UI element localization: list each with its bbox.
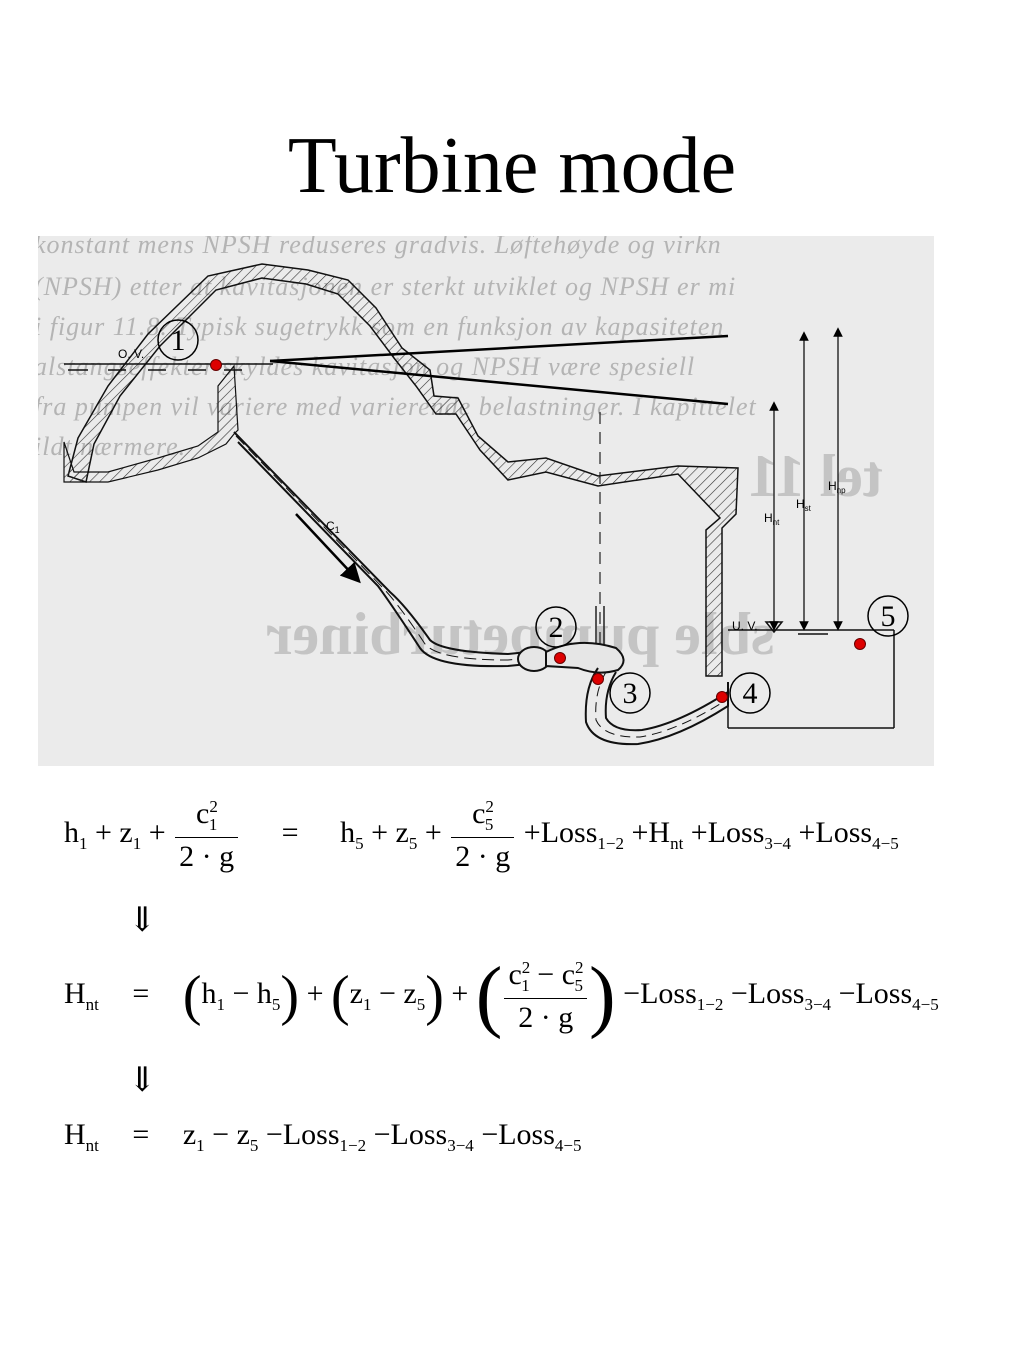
penstock [233,431,529,668]
point-number: 3 [623,677,638,710]
point-marker-3: 3 [592,672,651,714]
upper-bank [63,364,239,483]
point-marker-1: 1 [157,319,222,371]
diagram-scan: konstant mens NPSH reduseres gradvis. Lø… [38,236,934,766]
point-dot [716,691,728,703]
upper-rock [67,263,739,677]
bg-text-line: (NPSH) etter at kavitasjonen er sterkt u… [38,272,737,301]
c1-label: C1 [326,519,340,535]
turbine-diagram: C1 U. V. O. V. Hnt Hst [63,263,909,746]
point-number: 2 [549,611,564,644]
page-title: Turbine mode [287,122,737,210]
draft-tube [584,667,729,746]
point-marker-5: 5 [854,595,909,650]
implies-arrow: ⇓ [128,902,157,939]
upper-water-surface [64,363,273,371]
point-circle [867,595,909,637]
lower-reservoir [727,629,895,729]
point-dot [210,359,222,371]
point-dot [554,652,566,664]
point-marker-2: 2 [535,606,577,664]
equation-3: Hnt = z1 − z5 −Loss1−2 −Loss3−4 −Loss4−5 [64,1118,582,1155]
h-nt-label: Hnt [764,511,780,527]
point-circle [729,672,771,714]
flow-arrow [295,513,361,584]
point-number: 1 [171,324,186,357]
point-dot [592,673,604,685]
h-np-label: Hnp [828,479,846,495]
point-dot [854,638,866,650]
equation-2: Hnt = (h1 − h5) + (z1 − z5) + (c21 − c25… [64,952,939,1040]
h-st-label: Hst [796,497,812,513]
point-circle [157,319,199,361]
bg-text-line: fra pumpen vil variere med varierende be… [38,392,757,421]
bg-text-line: ildt nærmere. [38,432,187,461]
implies-arrow: ⇓ [128,1062,157,1099]
point-number: 4 [743,677,758,710]
point-circle [535,606,577,648]
uv-label: U. V. [732,619,758,633]
point-circle [609,672,651,714]
head-dimensions [769,327,843,631]
point-marker-4: 4 [716,672,771,714]
point-markers: 1 2 3 4 5 [157,319,909,714]
ov-label: O. V. [118,347,144,361]
point-number: 5 [881,600,896,633]
head-lines [269,334,729,406]
turbine-unit [517,641,625,674]
bg-text-line: konstant mens NPSH reduseres gradvis. Lø… [38,236,722,259]
